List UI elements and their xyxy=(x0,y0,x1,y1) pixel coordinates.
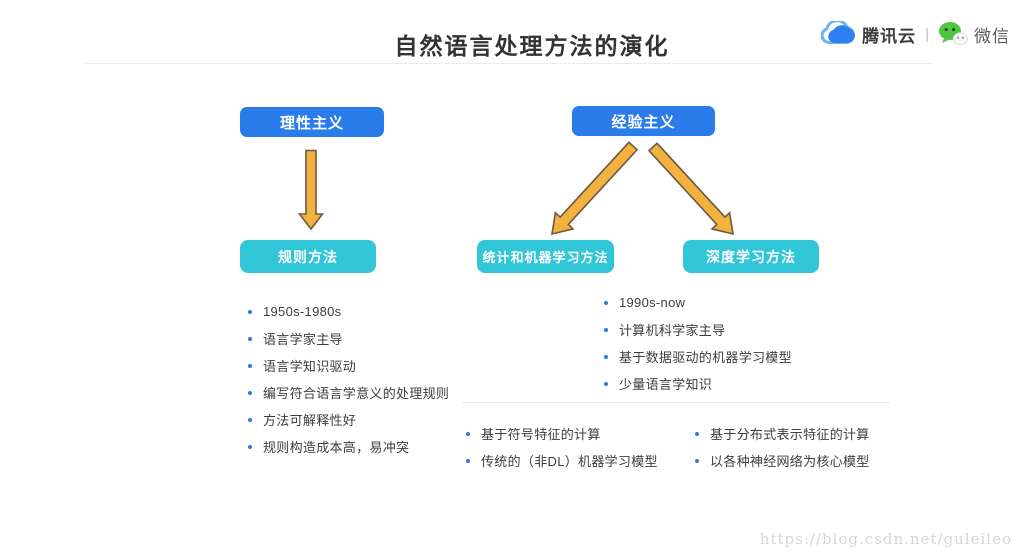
list-item: 基于分布式表示特征的计算 xyxy=(695,420,870,447)
list-item: 方法可解释性好 xyxy=(248,406,449,433)
list-item: 计算机科学家主导 xyxy=(604,316,792,343)
list-item: 1950s-1980s xyxy=(248,298,449,325)
bullet-icon xyxy=(248,309,252,314)
list-item: 语言学家主导 xyxy=(248,325,449,352)
bullet-icon xyxy=(604,354,608,359)
brand-separator: | xyxy=(925,25,929,43)
list-item-text: 1950s-1980s xyxy=(263,304,342,319)
list-item: 基于数据驱动的机器学习模型 xyxy=(604,343,792,370)
deep-learning-points: 基于分布式表示特征的计算 以各种神经网络为核心模型 xyxy=(695,420,870,474)
list-item-text: 基于分布式表示特征的计算 xyxy=(710,427,870,442)
list-item-text: 基于符号特征的计算 xyxy=(481,427,601,442)
bullet-icon xyxy=(248,444,252,449)
section-divider xyxy=(462,402,890,403)
bullet-icon xyxy=(248,363,252,368)
tencent-cloud-label: 腾讯云 xyxy=(862,26,917,46)
node-rationalism: 理性主义 xyxy=(240,107,384,137)
title-divider xyxy=(85,63,933,64)
watermark: https://blog.csdn.net/guleileo xyxy=(759,530,1012,548)
list-item: 以各种神经网络为核心模型 xyxy=(695,447,870,474)
list-item-text: 少量语言学知识 xyxy=(619,377,713,392)
wechat-icon xyxy=(939,21,968,47)
arrow-down-right-icon xyxy=(647,142,734,236)
list-item: 基于符号特征的计算 xyxy=(466,420,658,447)
empiricism-points: 1990s-now 计算机科学家主导 基于数据驱动的机器学习模型 少量语言学知识 xyxy=(604,289,792,397)
tencent-cloud-icon xyxy=(820,21,855,44)
list-item-text: 方法可解释性好 xyxy=(263,413,357,428)
bullet-icon xyxy=(604,327,608,332)
list-item: 1990s-now xyxy=(604,289,792,316)
node-rule-method: 规则方法 xyxy=(240,240,376,273)
list-item-text: 传统的（非DL）机器学习模型 xyxy=(481,454,658,469)
wechat-label: 微信 xyxy=(974,26,1010,46)
node-statistical-ml-method: 统计和机器学习方法 xyxy=(477,240,614,273)
list-item-text: 基于数据驱动的机器学习模型 xyxy=(619,350,792,365)
bullet-icon xyxy=(695,431,699,436)
bullet-icon xyxy=(248,417,252,422)
page-title: 自然语言处理方法的演化 xyxy=(394,33,670,59)
arrow-down-left-icon xyxy=(551,141,639,236)
list-item: 语言学知识驱动 xyxy=(248,352,449,379)
rule-method-points: 1950s-1980s 语言学家主导 语言学知识驱动 编写符合语言学意义的处理规… xyxy=(248,298,449,460)
statistical-ml-points: 基于符号特征的计算 传统的（非DL）机器学习模型 xyxy=(466,420,658,474)
list-item-text: 以各种神经网络为核心模型 xyxy=(710,454,870,469)
list-item: 编写符合语言学意义的处理规则 xyxy=(248,379,449,406)
bullet-icon xyxy=(466,458,470,463)
arrow-down-icon xyxy=(297,149,325,231)
list-item-text: 1990s-now xyxy=(619,295,686,310)
list-item-text: 编写符合语言学意义的处理规则 xyxy=(263,386,450,401)
bullet-icon xyxy=(695,458,699,463)
list-item-text: 语言学知识驱动 xyxy=(263,359,357,374)
bullet-icon xyxy=(604,300,608,305)
bullet-icon xyxy=(604,381,608,386)
brand-logos: 腾讯云 | 微信 xyxy=(820,18,1010,50)
list-item: 规则构造成本高，易冲突 xyxy=(248,433,449,460)
bullet-icon xyxy=(466,431,470,436)
node-empiricism: 经验主义 xyxy=(572,106,715,136)
list-item: 少量语言学知识 xyxy=(604,370,792,397)
bullet-icon xyxy=(248,336,252,341)
bullet-icon xyxy=(248,390,252,395)
list-item-text: 计算机科学家主导 xyxy=(619,323,726,338)
list-item: 传统的（非DL）机器学习模型 xyxy=(466,447,658,474)
list-item-text: 规则构造成本高，易冲突 xyxy=(263,440,410,455)
node-deep-learning-method: 深度学习方法 xyxy=(683,240,819,273)
list-item-text: 语言学家主导 xyxy=(263,332,343,347)
